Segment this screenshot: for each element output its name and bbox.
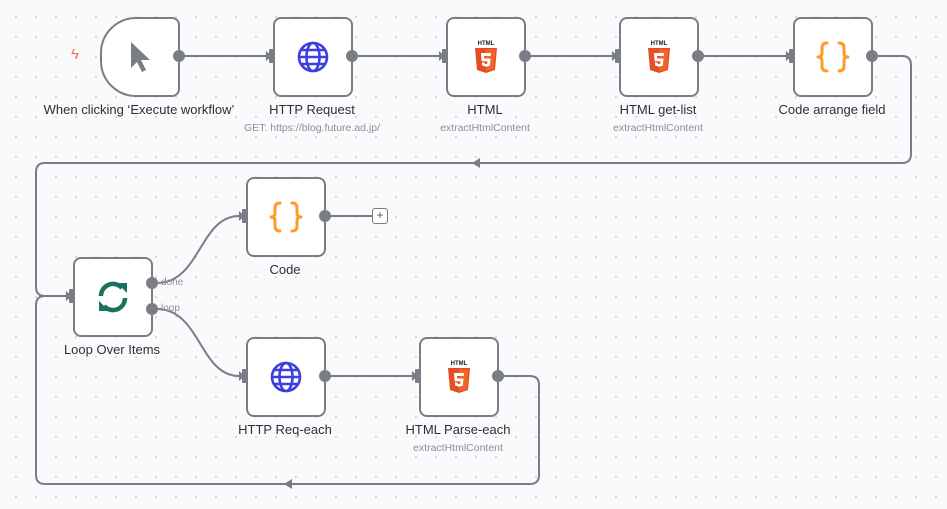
node-code-arrange-field[interactable]	[793, 17, 873, 97]
edge-loop-loop-to-http-each	[156, 308, 240, 377]
node-label: Loop Over Items	[63, 342, 161, 357]
http-request-input-handle[interactable]	[269, 49, 275, 63]
html-parse-each-input-handle[interactable]	[415, 369, 421, 383]
globe-icon	[297, 41, 329, 73]
code-arrange-output-handle[interactable]	[866, 50, 878, 62]
svg-text:HTML: HTML	[451, 361, 468, 367]
edge-direction-arrow	[472, 158, 480, 168]
code-braces-icon	[269, 201, 303, 233]
http-request-output-handle[interactable]	[346, 50, 358, 62]
html-parse-each-output-handle[interactable]	[492, 370, 504, 382]
http-req-each-output-handle[interactable]	[319, 370, 331, 382]
html-input-handle[interactable]	[442, 49, 448, 63]
node-label: HTML	[467, 102, 503, 117]
node-subtitle: GET: https://blog.future.ad.jp/	[244, 122, 380, 134]
edge-direction-arrow	[284, 479, 292, 489]
node-subtitle: extractHtmlContent	[613, 122, 703, 134]
node-html-get-list[interactable]: HTML	[619, 17, 699, 97]
node-subtitle: extractHtmlContent	[440, 122, 530, 134]
node-label: HTML Parse-each	[405, 422, 511, 437]
code-input-handle[interactable]	[242, 209, 248, 223]
node-manual-trigger[interactable]	[100, 17, 180, 97]
html-get-list-output-handle[interactable]	[692, 50, 704, 62]
trigger-output-handle[interactable]	[173, 50, 185, 62]
port-label-done: done	[161, 277, 184, 288]
node-http-req-each[interactable]	[246, 337, 326, 417]
node-http-request[interactable]	[273, 17, 353, 97]
html5-icon: HTML	[448, 361, 470, 393]
node-html[interactable]: HTML	[446, 17, 526, 97]
node-subtitle: extractHtmlContent	[413, 442, 503, 454]
node-label: HTTP Request	[269, 102, 355, 117]
code-braces-icon	[816, 41, 850, 73]
loop-done-output-handle[interactable]	[146, 277, 158, 289]
node-label: HTML get-list	[619, 102, 697, 117]
code-output-handle[interactable]	[319, 210, 331, 222]
node-label: Code arrange field	[778, 102, 886, 117]
node-html-parse-each[interactable]: HTML	[419, 337, 499, 417]
node-label: Code	[269, 262, 301, 277]
html5-icon: HTML	[648, 41, 670, 73]
add-node-button[interactable]: +	[372, 208, 388, 224]
globe-icon	[270, 361, 302, 393]
node-label: HTTP Req-each	[238, 422, 332, 437]
node-label: When clicking ‘Execute workflow’	[43, 102, 235, 117]
edge-loop-done-to-code	[156, 215, 240, 284]
node-loop-over-items[interactable]	[73, 257, 153, 337]
port-label-loop: loop	[161, 303, 180, 314]
trigger-bolt-icon: ϟ	[71, 46, 79, 63]
html5-icon: HTML	[475, 41, 497, 73]
node-code[interactable]	[246, 177, 326, 257]
html-get-list-input-handle[interactable]	[615, 49, 621, 63]
svg-text:HTML: HTML	[651, 41, 668, 47]
code-arrange-input-handle[interactable]	[789, 49, 795, 63]
svg-text:HTML: HTML	[478, 41, 495, 47]
loop-icon	[98, 281, 128, 313]
loop-loop-output-handle[interactable]	[146, 303, 158, 315]
html-output-handle[interactable]	[519, 50, 531, 62]
http-req-each-input-handle[interactable]	[242, 369, 248, 383]
cursor-icon	[131, 42, 150, 72]
loop-input-handle[interactable]	[69, 289, 75, 303]
